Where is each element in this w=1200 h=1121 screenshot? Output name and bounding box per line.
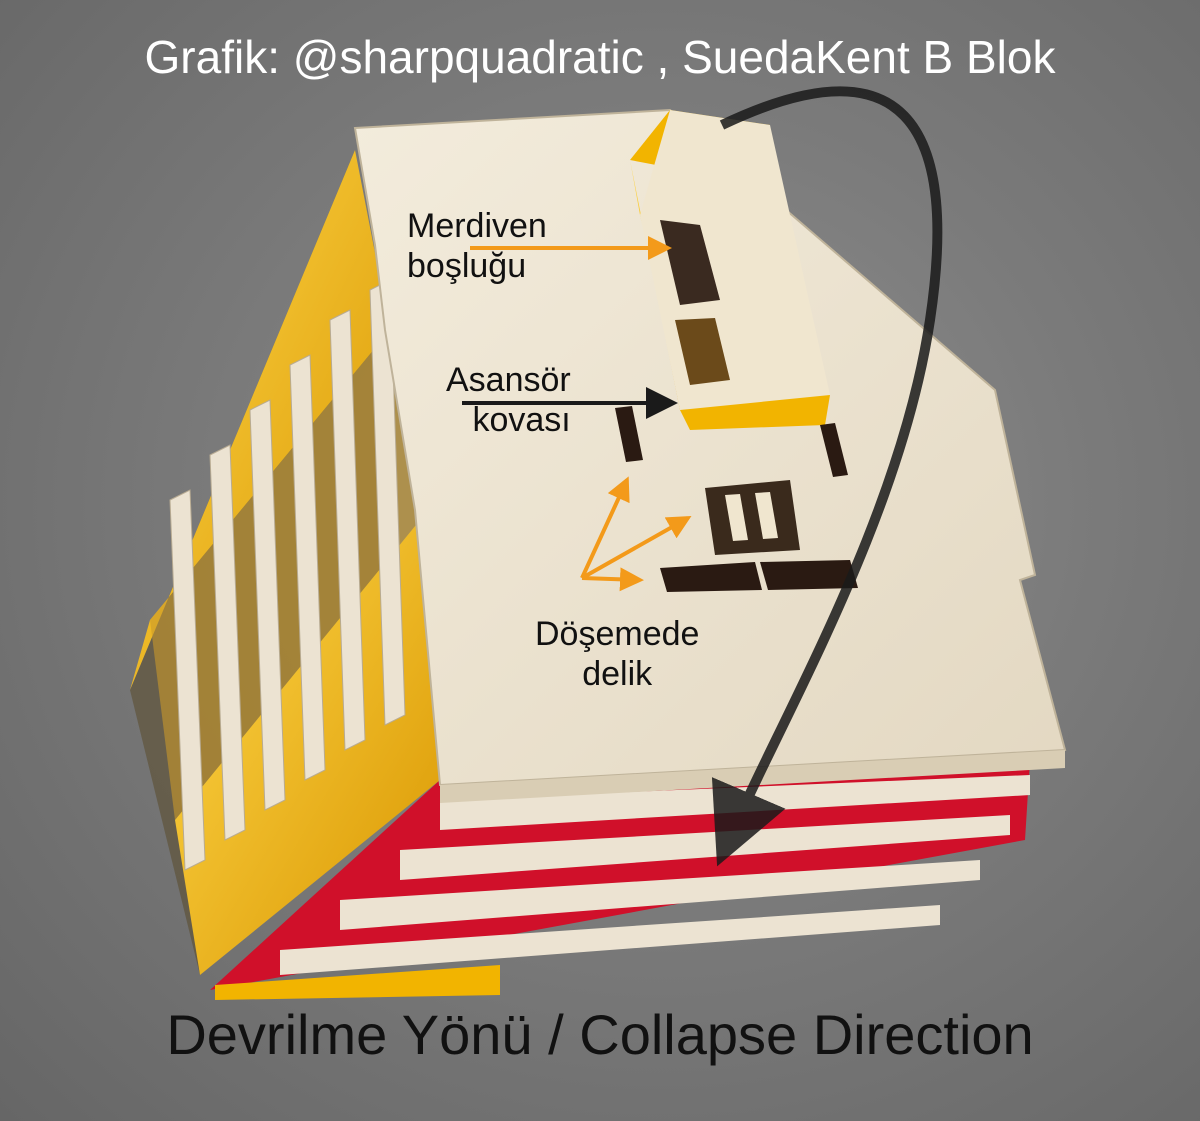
floor-hole-label: Döşemede delik xyxy=(535,614,699,694)
hole-label-line1: Döşemede xyxy=(535,614,699,654)
collapse-direction-caption: Devrilme Yönü / Collapse Direction xyxy=(0,1002,1200,1067)
elevator-label-line2: kovası xyxy=(446,400,571,440)
elevator-shaft-label: Asansör kovası xyxy=(446,360,571,440)
elevator-label-line1: Asansör xyxy=(446,360,571,400)
stair-label-line1: Merdiven xyxy=(407,206,547,246)
stair-shaft-label: Merdiven boşluğu xyxy=(407,206,547,286)
hole-pointer-arrow-3 xyxy=(582,578,640,580)
graphic-credit-title: Grafik: @sharpquadratic , SuedaKent B Bl… xyxy=(0,30,1200,84)
stair-label-line2: boşluğu xyxy=(407,246,547,286)
hole-label-line2: delik xyxy=(535,654,699,694)
